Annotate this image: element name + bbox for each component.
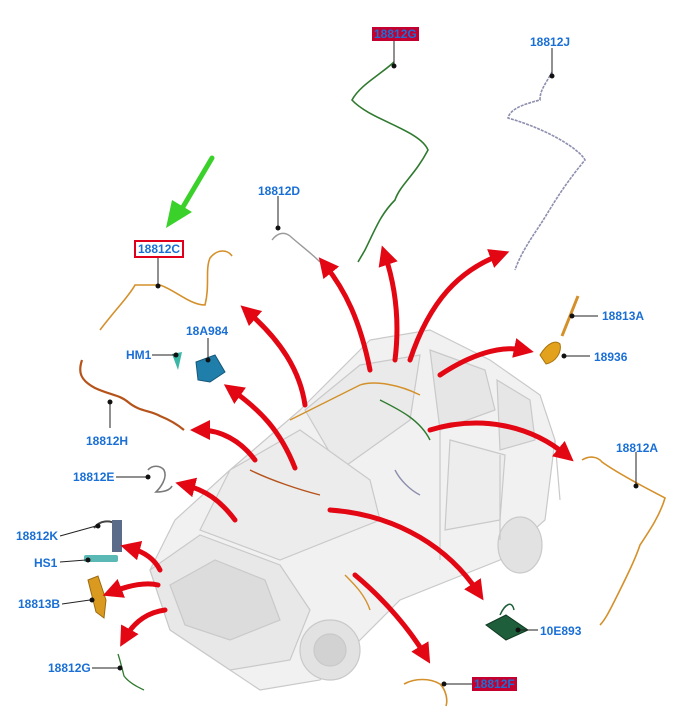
module-18812k (112, 520, 122, 552)
green-arrow (166, 155, 215, 228)
red-arrow-18812a (427, 420, 574, 462)
callout-18812e: 18812E (73, 470, 115, 484)
vehicle-harness-traces (249, 382, 431, 611)
red-arrow-18812g-left (120, 607, 168, 647)
harness-18812j (507, 71, 586, 271)
callout-18813a: 18813A (602, 309, 645, 323)
red-arrow-18812c (223, 384, 298, 471)
callout-18812g-bottom: 18812G (48, 661, 91, 675)
red-arrows (102, 245, 574, 664)
callout-18936: 18936 (594, 350, 628, 364)
red-arrow-10e893 (327, 507, 484, 601)
callout-18812d: 18812D (258, 184, 301, 198)
callout-18813b: 18813B (18, 597, 61, 611)
callout-18812a: 18812A (616, 441, 659, 455)
red-arrow-18813b (102, 579, 161, 598)
callout-hm1: HM1 (126, 348, 152, 362)
red-arrow-18936 (437, 338, 534, 378)
callout-18812j: 18812J (530, 35, 571, 49)
red-arrow-18812e (175, 477, 238, 523)
harness-18812f (403, 678, 448, 707)
red-arrow-18812d-tail (378, 245, 400, 363)
callout-18812h: 18812H (86, 434, 129, 448)
red-arrow-18a984 (240, 305, 308, 408)
harness-18812c (99, 250, 233, 331)
callout-18812f: 18812F (472, 677, 517, 691)
callout-18a984: 18A984 (186, 324, 229, 338)
part-18936 (539, 341, 561, 365)
red-arrow-18812k (120, 540, 163, 573)
callout-18812k: 18812K (16, 529, 59, 543)
harness-18812e (147, 465, 173, 493)
red-arrow-18812h (190, 420, 258, 463)
leader-dots (85, 63, 639, 687)
harness-18812d (271, 232, 321, 263)
harness-18812a (581, 456, 666, 626)
harness-10e893 (499, 603, 515, 616)
red-arrow-18812g-top (318, 257, 373, 373)
vehicle-outline (149, 329, 561, 691)
harness-18812h (79, 359, 185, 431)
callout-18812c: 18812C (134, 240, 185, 258)
module-10e893 (485, 614, 530, 641)
leader-lines (59, 40, 637, 685)
module-18a984 (195, 354, 226, 383)
red-arrow-18812j (407, 249, 510, 363)
callout-10e893: 10E893 (540, 624, 582, 638)
red-arrow-18812f (352, 572, 431, 664)
callout-18812g-top: 18812G (372, 27, 419, 41)
part-18813b (87, 575, 107, 619)
part-hs1 (84, 555, 118, 562)
harness-18812g-left (117, 653, 145, 691)
harness-18812g-top (351, 61, 429, 263)
callout-hs1: HS1 (34, 556, 58, 570)
